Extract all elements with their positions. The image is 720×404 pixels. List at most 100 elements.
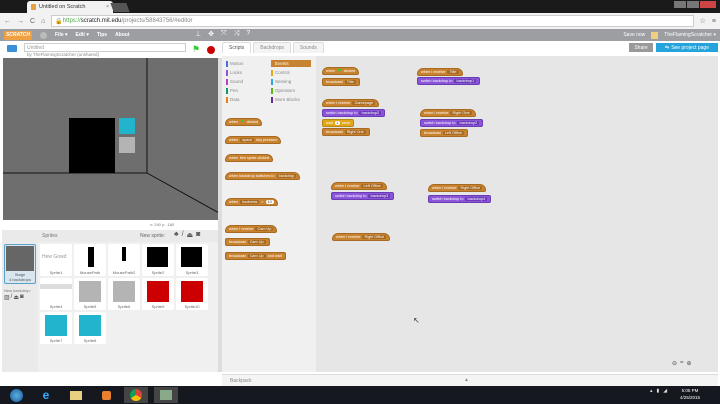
category-data[interactable]: Data <box>226 96 240 103</box>
bookmark-star-icon[interactable]: ☆ <box>699 18 706 25</box>
green-flag-button[interactable]: ⚑ <box>192 44 201 54</box>
category-events[interactable]: Events <box>271 60 311 67</box>
sprite-thumb-sprite8[interactable]: Sprite8 <box>74 312 106 344</box>
camera-backdrop-icon[interactable]: ◙ <box>20 294 24 300</box>
help-tool-icon[interactable]: ? <box>246 30 251 37</box>
tab-backdrops[interactable]: Backdrops <box>253 42 291 53</box>
save-now-link[interactable]: Save now <box>623 32 646 38</box>
sprite-thumb-sprite3[interactable]: Sprite3 <box>176 244 208 276</box>
sprite-thumb-sprite7[interactable]: Sprite7 <box>40 312 72 344</box>
taskbar-clock[interactable]: 5:05 PM 4/25/2015 <box>680 388 701 400</box>
sprite-library-icon[interactable]: ♣ <box>174 231 179 238</box>
zoom-out-icon[interactable]: ⊖ <box>672 361 678 367</box>
taskbar-explorer[interactable] <box>64 387 88 403</box>
sprite-thumb-sprite1[interactable]: Hew Gowd Sprite1 <box>40 244 72 276</box>
paint-sprite-icon[interactable]: / <box>181 231 184 238</box>
backpack-bar[interactable]: Backpack ▲ <box>222 374 718 386</box>
sprite-thumb-mousepath[interactable]: MousePath <box>74 244 106 276</box>
sprite-thumb-sprite10[interactable]: Sprite10 <box>176 278 208 310</box>
category-motion[interactable]: Motion <box>226 60 244 67</box>
menu-file[interactable]: File ▾ <box>55 32 68 38</box>
taskbar-chrome[interactable] <box>124 387 148 403</box>
browser-tab[interactable]: Untitled on Scratch × <box>27 1 113 13</box>
close-window-button[interactable] <box>700 1 716 8</box>
minimize-button[interactable] <box>674 1 686 8</box>
backdrop-library-icon[interactable]: ▨ <box>4 295 10 301</box>
palette-block-when-flag-clicked[interactable]: when⚑clicked <box>225 118 263 126</box>
start-button[interactable] <box>4 387 28 403</box>
taskbar-ie[interactable]: e <box>34 387 58 403</box>
sprite-thumb-sprite6[interactable]: Sprite6 <box>108 278 140 310</box>
taskbar-media-player[interactable] <box>94 387 118 403</box>
fullscreen-stage-button[interactable] <box>6 44 18 54</box>
paint-backdrop-icon[interactable]: / <box>10 294 13 300</box>
duplicate-tool-icon[interactable]: ⊥ <box>195 31 202 38</box>
shrink-tool-icon[interactable]: ⤨ <box>233 30 240 37</box>
upload-sprite-icon[interactable]: ⏏ <box>186 232 194 239</box>
stage-thumbnail[interactable]: Stage 4 backdrops <box>4 244 36 284</box>
language-globe-icon[interactable] <box>40 31 47 39</box>
home-icon[interactable]: ⌂ <box>41 17 46 25</box>
sprite-thumb-sprite2[interactable]: Sprite2 <box>142 244 174 276</box>
stage-canvas[interactable] <box>3 58 219 220</box>
stop-button[interactable] <box>207 46 215 54</box>
back-icon[interactable]: ← <box>4 17 11 25</box>
new-tab-button[interactable] <box>110 3 130 12</box>
category-operators[interactable]: Operators <box>271 87 295 94</box>
zoom-reset-icon[interactable]: = <box>680 360 684 366</box>
category-looks[interactable]: Looks <box>226 69 242 76</box>
category-sound[interactable]: Sound <box>226 78 243 85</box>
menu-about[interactable]: About <box>115 32 130 38</box>
script-area[interactable] <box>316 56 718 372</box>
share-button[interactable]: Share <box>629 43 653 52</box>
backpack-expand-icon[interactable]: ▲ <box>464 377 469 383</box>
grow-tool-icon[interactable]: ⤧ <box>220 30 227 37</box>
menu-edit[interactable]: Edit ▾ <box>75 32 89 38</box>
taskbar-recorder[interactable] <box>154 387 178 403</box>
close-tab-icon[interactable]: × <box>106 4 109 10</box>
sprite-thumb-sprite4[interactable]: Sprite4 <box>40 278 72 310</box>
forward-icon[interactable]: → <box>17 17 24 25</box>
category-more-blocks[interactable]: More Blocks <box>271 96 300 103</box>
reload-icon[interactable]: C <box>30 17 36 25</box>
delete-tool-icon[interactable]: ✥ <box>208 31 214 38</box>
maximize-button[interactable] <box>687 1 699 8</box>
script-when-flag-clicked[interactable]: when⚑clicked <box>322 67 360 75</box>
category-control[interactable]: Control <box>271 69 290 76</box>
my-stuff-folder-icon[interactable] <box>651 31 659 39</box>
see-project-page-button[interactable]: ⇆See project page <box>656 43 718 52</box>
sprite-thumb-mousepath2[interactable]: MousePath2 <box>108 244 140 276</box>
sprite-thumb-sprite9[interactable]: Sprite9 <box>142 278 174 310</box>
user-menu[interactable]: TheFlamingScratcher ▾ <box>664 32 716 38</box>
category-pen[interactable]: Pen <box>226 87 238 94</box>
menu-tips[interactable]: Tips <box>96 32 108 38</box>
tray-flag-icon[interactable]: ▮ <box>656 388 660 394</box>
tray-arrow-icon[interactable]: ▴ <box>650 388 653 394</box>
upload-backdrop-icon[interactable]: ⏏ <box>13 295 20 301</box>
camera-sprite-icon[interactable]: ◙ <box>196 231 201 238</box>
category-sensing[interactable]: Sensing <box>271 78 291 85</box>
sprite-thumb-sprite5[interactable]: Sprite5 <box>74 278 106 310</box>
tab-sounds[interactable]: Sounds <box>292 42 324 53</box>
